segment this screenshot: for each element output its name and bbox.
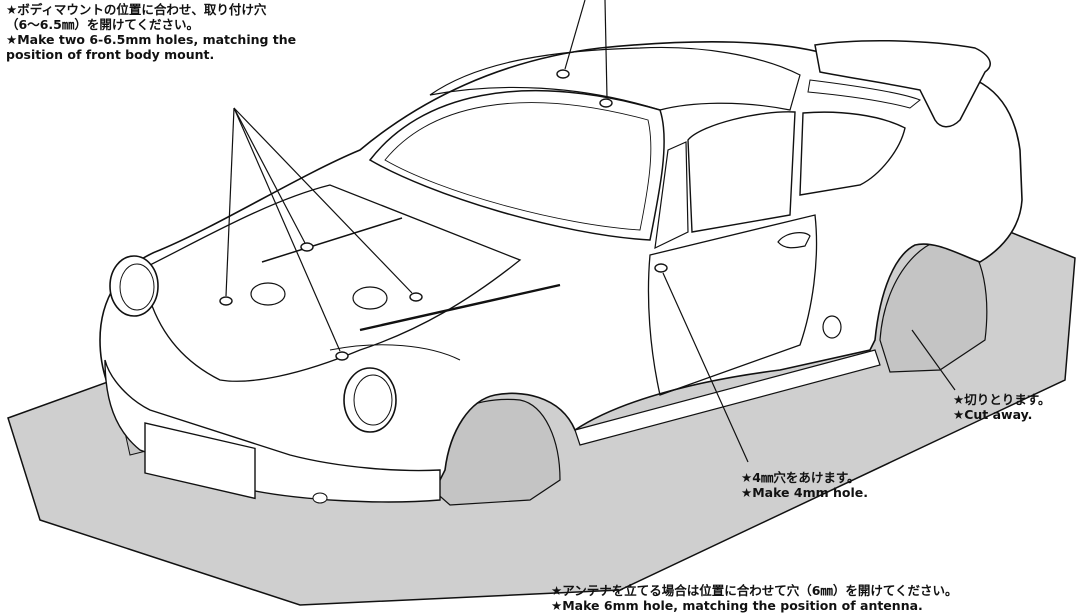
body-mount-circle-right bbox=[352, 286, 388, 310]
cut-away-note: ★切りとります。 ★Cut away. bbox=[953, 392, 1050, 422]
hole-hood-left bbox=[219, 296, 233, 306]
hole-roof-1 bbox=[556, 69, 570, 79]
hole-4mm-en: ★Make 4mm hole. bbox=[741, 485, 868, 500]
engine-lid bbox=[807, 79, 921, 109]
hood-stripe-1 bbox=[261, 217, 403, 263]
windshield bbox=[368, 90, 665, 241]
leader-lines bbox=[225, 0, 956, 463]
hood-panel bbox=[149, 184, 522, 382]
antenna-jp: ★アンテナを立てる場合は位置に合わせて穴（6㎜）を開けてください。 bbox=[551, 583, 958, 598]
hole-roof-2 bbox=[599, 98, 613, 108]
front-mount-en-2: position of front body mount. bbox=[6, 47, 215, 62]
hole-hood-top bbox=[300, 242, 314, 252]
license-plate bbox=[144, 422, 256, 500]
cut-away-jp: ★切りとります。 bbox=[953, 392, 1051, 407]
hole-hood-right bbox=[409, 292, 423, 302]
side-indicator bbox=[822, 315, 842, 339]
door-handle bbox=[777, 232, 811, 249]
hole-markers bbox=[219, 69, 668, 361]
antenna-en: ★Make 6mm hole, matching the position of… bbox=[551, 598, 923, 613]
front-mount-note: ★ボディマウントの位置に合わせ、取り付け穴 （6〜6.5㎜）を開けてください。 … bbox=[6, 2, 296, 62]
rocker-panel bbox=[574, 349, 881, 446]
cut-away-en: ★Cut away. bbox=[953, 407, 1033, 422]
rear-quarter-window bbox=[799, 111, 906, 196]
hood-stripe-2 bbox=[359, 283, 561, 332]
front-mount-jp-2: （6〜6.5㎜）を開けてください。 bbox=[6, 17, 199, 32]
hole-door-4mm bbox=[654, 263, 668, 273]
hole-bumper bbox=[335, 351, 349, 361]
headlight-right bbox=[343, 367, 397, 433]
front-mount-jp-1: ★ボディマウントの位置に合わせ、取り付け穴 bbox=[6, 2, 267, 17]
roof-panel bbox=[429, 46, 801, 111]
hole-4mm-jp: ★4㎜穴をあけます。 bbox=[741, 470, 860, 485]
headlight-left bbox=[109, 255, 159, 317]
body-mount-circle-left bbox=[250, 282, 286, 306]
door-window bbox=[687, 111, 796, 233]
windshield-inner bbox=[384, 102, 652, 231]
hole-4mm-note: ★4㎜穴をあけます。 ★Make 4mm hole. bbox=[741, 470, 868, 500]
door-panel bbox=[647, 214, 818, 396]
fog-light bbox=[312, 492, 328, 504]
a-pillar-window bbox=[654, 141, 689, 250]
rear-spoiler bbox=[814, 39, 991, 128]
front-mount-en-1: ★Make two 6-6.5mm holes, matching the bbox=[6, 32, 297, 47]
fender-line bbox=[329, 344, 461, 361]
